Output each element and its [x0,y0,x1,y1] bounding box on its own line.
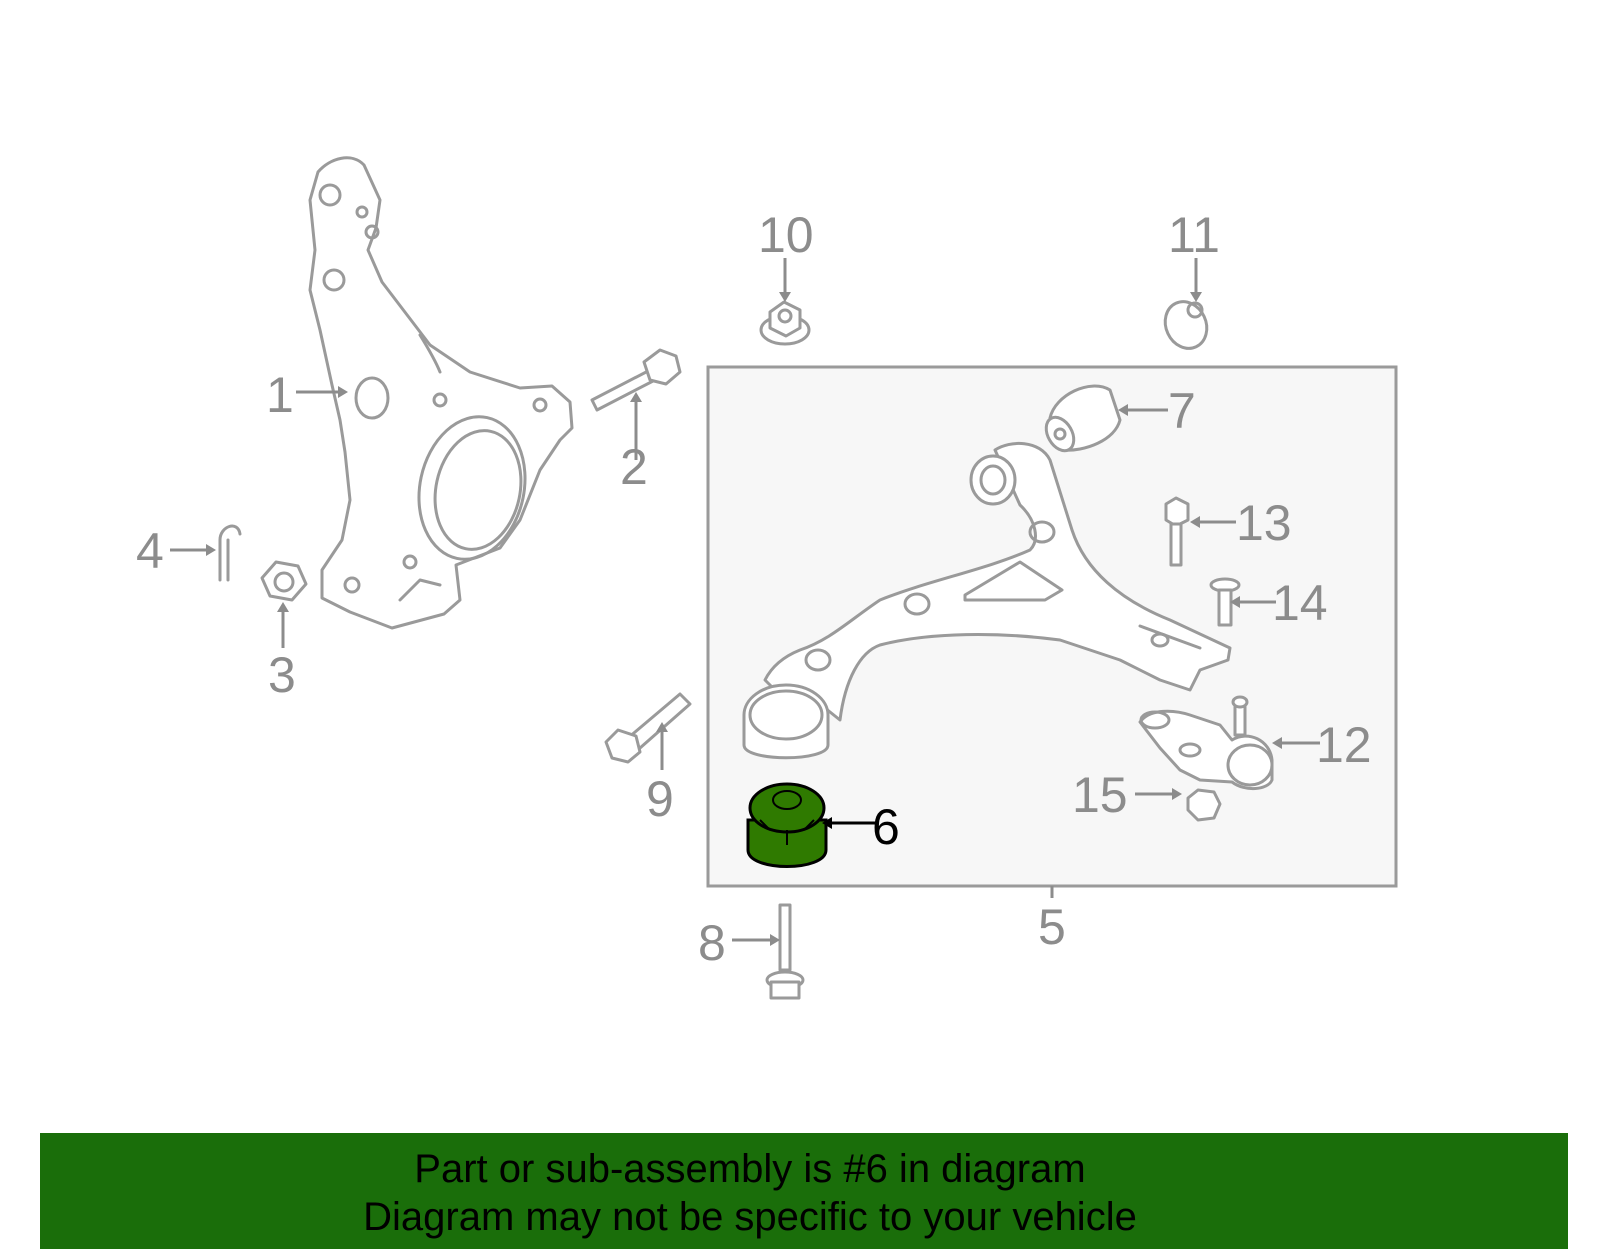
nut-part-15[interactable] [1186,788,1222,822]
callout-6: 6 [872,799,900,855]
callout-9: 9 [646,771,674,827]
lower-control-arm[interactable] [742,441,1232,760]
nut-part-11[interactable] [1158,295,1215,355]
bolt-part-8[interactable] [765,903,805,1000]
callout-14: 14 [1272,575,1328,631]
callout-15: 15 [1072,767,1128,823]
callout-1: 1 [266,367,294,423]
callout-3: 3 [268,647,296,703]
callout-5: 5 [1038,899,1066,955]
callout-10: 10 [758,207,814,263]
bolt-part-14[interactable] [1209,577,1241,627]
steering-knuckle[interactable] [308,156,574,630]
bolt-part-13[interactable] [1164,496,1190,567]
bolt-part-2[interactable] [590,348,682,412]
callout-11: 11 [1168,207,1220,263]
bushing-part-6-highlighted[interactable] [746,782,828,868]
footer-banner: Part or sub-assembly is #6 in diagram Di… [40,1133,1568,1249]
cotter-pin-part-4[interactable] [218,524,242,582]
callout-arrows [170,258,1320,946]
callout-4: 4 [136,523,164,579]
nut-part-3[interactable] [260,560,308,602]
callout-12: 12 [1316,717,1372,773]
footer-line-2: Diagram may not be specific to your vehi… [363,1195,1137,1239]
nut-part-10[interactable] [759,300,811,346]
callout-8: 8 [698,915,726,971]
footer-line-1: Part or sub-assembly is #6 in diagram [414,1147,1086,1191]
callout-labels: 1 2 3 4 5 6 7 8 9 10 11 12 13 14 15 [136,207,1372,971]
ball-joint-part-12[interactable] [1138,695,1274,790]
callout-2: 2 [620,439,648,495]
callout-7: 7 [1168,383,1196,439]
bushing-part-7[interactable] [1041,384,1122,456]
bolt-part-9[interactable] [604,692,692,764]
callout-13: 13 [1236,495,1292,551]
